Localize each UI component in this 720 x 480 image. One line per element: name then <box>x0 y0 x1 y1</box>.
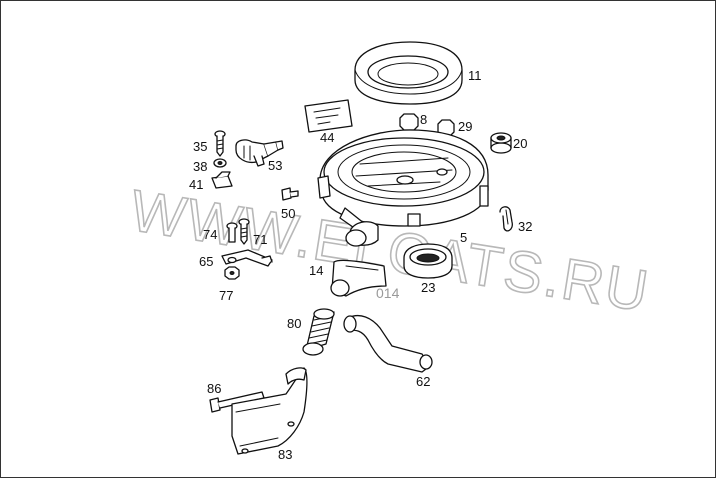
part-77-nut <box>224 266 240 280</box>
part-80-corrugated-hose <box>302 308 335 356</box>
callout-53: 53 <box>268 158 282 173</box>
callout-62: 62 <box>416 374 430 389</box>
part-65-bracket <box>221 249 273 267</box>
part-44-label-plate <box>304 99 353 133</box>
part-14-intake-elbow <box>330 259 387 297</box>
callout-80: 80 <box>287 316 301 331</box>
part-74-bolt <box>226 222 238 243</box>
part-32-clip <box>499 206 513 232</box>
part-11-seal-ring <box>354 41 463 105</box>
part-50-bolt <box>281 187 299 201</box>
callout-86: 86 <box>207 381 221 396</box>
part-62-pipe <box>343 314 433 373</box>
callout-20: 20 <box>513 136 527 151</box>
callout-74: 74 <box>203 227 217 242</box>
part-53-connector <box>235 139 284 167</box>
callout-23: 23 <box>421 280 435 295</box>
callout-65: 65 <box>199 254 213 269</box>
callout-14: 14 <box>309 263 323 278</box>
part-23-seal-ring <box>403 243 453 279</box>
callout-77: 77 <box>219 288 233 303</box>
callout-35: 35 <box>193 139 207 154</box>
callout-50: 50 <box>281 206 295 221</box>
callout-38: 38 <box>193 159 207 174</box>
callout-83: 83 <box>278 447 292 462</box>
callout-11: 11 <box>468 68 482 83</box>
callout-44: 44 <box>320 130 334 145</box>
callout-8: 8 <box>420 112 427 127</box>
part-38-washer <box>213 158 227 168</box>
callout-5: 5 <box>460 230 467 245</box>
part-35-screw <box>214 130 226 157</box>
part-41-clip-nut <box>211 171 233 189</box>
part-20-grommet <box>490 132 512 154</box>
part-86-bolt <box>209 391 265 413</box>
watermark-code: 014 <box>376 285 400 301</box>
callout-29: 29 <box>458 119 472 134</box>
part-83-duct <box>231 367 308 455</box>
callout-71: 71 <box>253 232 267 247</box>
callout-41: 41 <box>189 177 203 192</box>
part-5-air-filter-housing <box>317 129 489 247</box>
part-71-screw <box>238 218 250 245</box>
callout-32: 32 <box>518 219 532 234</box>
